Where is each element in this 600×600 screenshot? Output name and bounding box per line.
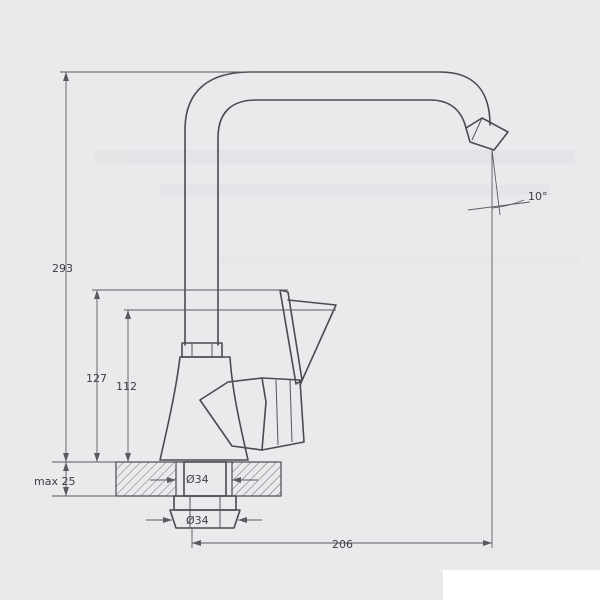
dimension-lever-height — [92, 289, 288, 462]
dimension-countertop-thickness — [52, 462, 116, 497]
label-spout-angle: 10° — [528, 190, 548, 203]
mixer-body — [159, 342, 249, 461]
dimension-spout-height — [124, 309, 336, 462]
label-spout-height: 112 — [116, 380, 137, 393]
dimension-shank-diameter — [146, 517, 262, 523]
bleed-through-background — [95, 150, 580, 265]
mounting-shank — [169, 461, 241, 529]
label-lever-height: 127 — [86, 372, 107, 385]
countertop-section — [115, 461, 282, 497]
label-countertop-thickness: max 25 — [34, 475, 75, 488]
dimension-overall-height — [52, 71, 440, 463]
label-spout-reach: 206 — [332, 538, 353, 551]
dimension-hole-diameter — [150, 477, 258, 483]
label-overall-height: 293 — [52, 262, 73, 275]
white-corner — [443, 570, 600, 600]
label-hole-diameter: Ø34 — [186, 473, 209, 486]
label-shank-diameter: Ø34 — [186, 514, 209, 527]
spout — [184, 71, 509, 346]
dimension-spout-reach — [191, 150, 493, 548]
dimension-spout-angle — [467, 149, 531, 216]
lever-handle — [199, 289, 337, 451]
